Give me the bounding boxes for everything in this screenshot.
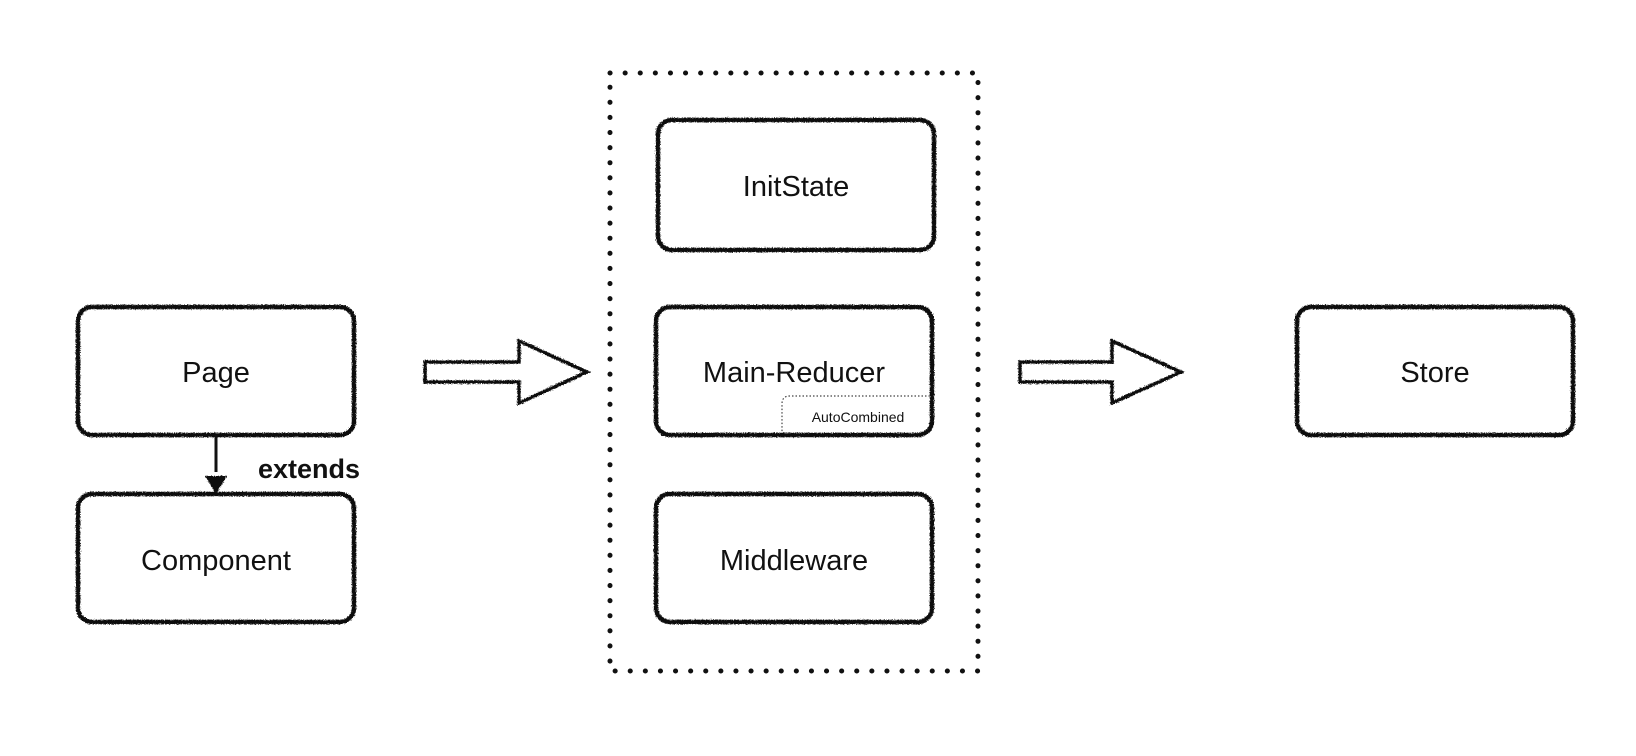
store-node[interactable]: Store — [1294, 304, 1576, 438]
init-state-node-label: InitState — [743, 171, 849, 203]
extends-arrow-head — [205, 476, 227, 494]
auto-combined-badge-label: AutoCombined — [812, 409, 905, 425]
store-node-label: Store — [1400, 357, 1469, 389]
component-node-label: Component — [141, 545, 291, 577]
main-reducer-node[interactable]: Main-Reducer AutoCombined — [653, 304, 935, 438]
hollow-arrow-to-group — [423, 338, 592, 406]
main-reducer-node-box — [653, 304, 935, 438]
middleware-node-label: Middleware — [720, 545, 868, 577]
page-node-label: Page — [182, 357, 250, 389]
auto-combined-badge: AutoCombined — [781, 395, 930, 432]
component-node-box — [75, 491, 357, 625]
component-node[interactable]: Component — [75, 491, 357, 625]
extends-arrow — [205, 435, 227, 494]
hollow-arrow-to-store — [1018, 338, 1186, 406]
store-node-box — [1294, 304, 1576, 438]
middleware-node-box — [653, 491, 935, 625]
init-state-node-box — [655, 117, 937, 253]
init-state-node[interactable]: InitState — [655, 117, 937, 253]
middleware-node[interactable]: Middleware — [653, 491, 935, 625]
auto-combined-badge-border — [781, 395, 930, 432]
extends-label: extends — [258, 454, 360, 484]
main-reducer-node-label: Main-Reducer — [703, 357, 885, 389]
page-node[interactable]: Page — [75, 304, 357, 438]
reducer-group-container — [607, 70, 981, 674]
